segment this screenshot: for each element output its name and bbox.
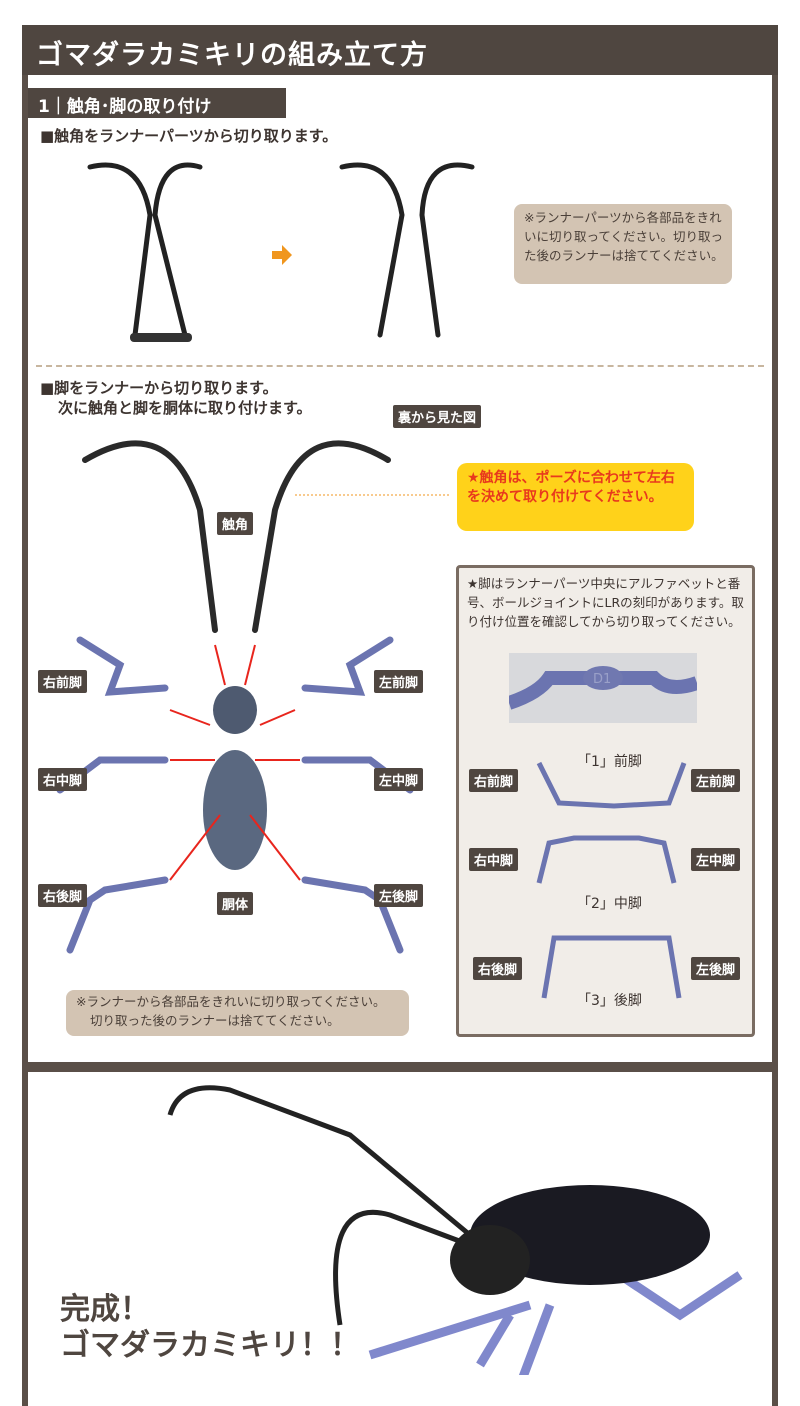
step-1-heading: ■触角をランナーパーツから切り取ります。 [40,127,338,145]
rear-leg-title: 「3」後脚 [577,993,642,1009]
step-2-subheading: 次に触角と脚を胴体に取り付けます。 [58,399,312,417]
completed-title-line-1: 完成！ [60,1292,150,1327]
panel-right-rear: 右後脚 [473,957,523,980]
runner-photo: D1 [506,653,700,723]
leg-marking-panel: ★脚はランナーパーツ中央にアルファベットと番号、ボールジョイントにLRの刻印があ… [456,565,755,1037]
runner-bar [130,333,192,342]
label-left-middle-leg: 左中脚 [374,768,424,791]
label-antenna: 触角 [217,512,254,535]
label-right-front-leg: 右前脚 [38,670,88,693]
completed-title-line-2: ゴマダラカミキリ！！ [60,1328,360,1363]
middle-leg-title: 「2」中脚 [577,896,642,912]
step-2-heading: ■脚をランナーから切り取ります。 [40,379,278,397]
label-body: 胴体 [217,892,254,915]
front-leg-title: 「1」前脚 [577,754,642,770]
beetle-back-view-illustration [56,440,450,954]
panel-left-rear: 左後脚 [691,957,741,980]
note-line-1: ※ランナーから各部品をきれいに切り取ってください。 [76,994,386,1009]
label-left-rear-leg: 左後脚 [374,884,424,907]
divider [36,365,764,367]
label-right-middle-leg: 右中脚 [38,768,88,791]
panel-right-middle: 右中脚 [469,848,519,871]
section-title: 1｜触角･脚の取り付け [28,88,286,118]
leg-runner-note: ※ランナーから各部品をきれいに切り取ってください。 切り取った後のランナーは捨て… [66,990,409,1036]
note-line-2: 切り取った後のランナーは捨ててください。 [90,1013,340,1028]
runner-note: ※ランナーパーツから各部品をきれいに切り取ってください。切り取った後のランナーは… [514,204,732,284]
panel-left-middle: 左中脚 [691,848,741,871]
photo-mark: D1 [593,672,611,687]
panel-left-front: 左前脚 [691,769,741,792]
label-right-rear-leg: 右後脚 [38,884,88,907]
antenna-runner-illustration [87,162,475,342]
page-title: ゴマダラカミキリの組み立て方 [22,25,778,75]
arrow-icon [272,245,292,265]
panel-right-front: 右前脚 [469,769,519,792]
antenna-tip: ★触角は、ポーズに合わせて左右を決めて取り付けてください。 [457,463,694,531]
panel-text: ★脚はランナーパーツ中央にアルファベットと番号、ボールジョイントにLRの刻印があ… [467,576,744,629]
label-left-front-leg: 左前脚 [374,670,424,693]
completed-beetle-photo [167,1085,743,1375]
back-view-tag: 裏から見た図 [393,405,482,428]
